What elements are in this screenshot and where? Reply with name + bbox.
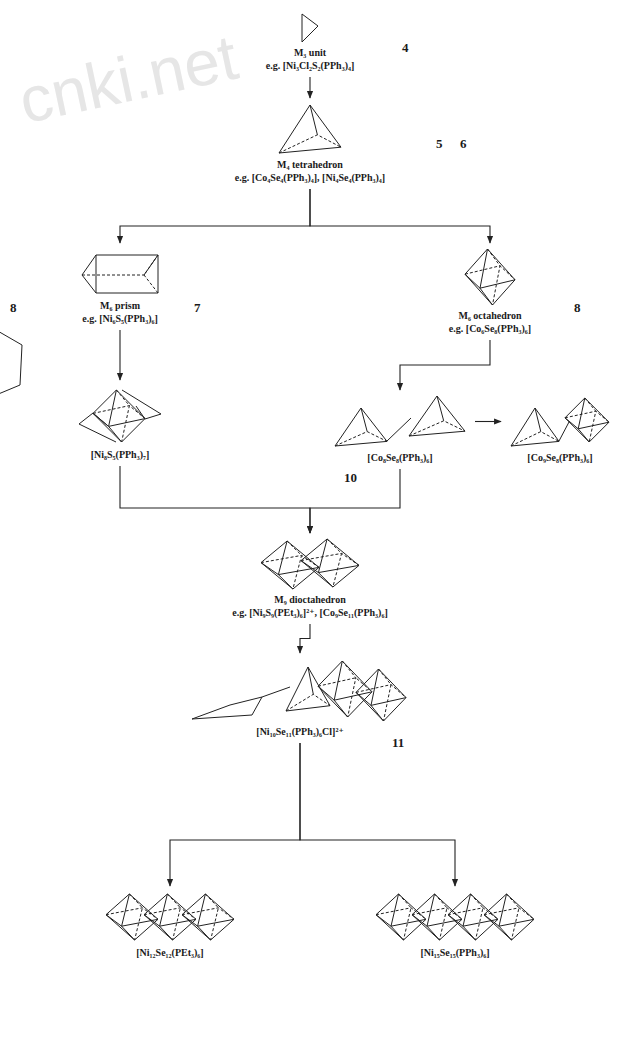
cluster-name: [Ni₈S₅(PPh₃)₇] [75,448,165,461]
arrow-connector [475,421,501,422]
cluster-example: e.g. [Ni₃Cl₂S₂(PPh₃)₄] [266,59,355,72]
cluster-drawing [372,890,538,944]
arrow-connector [400,340,490,390]
cluster-node: [Ni₁₅Se₁₅(PPh₃)₆] [368,888,542,961]
cluster-node: M₄ tetrahedrone.g. [Co₄Se₄(PPh₃)₄], [Ni₄… [231,100,389,186]
cluster-node: [Ni₁₂Se₁₂(PEt₃)₆] [98,888,242,961]
cluster-node: [Co₈Se₈(PPh₃)₆] [327,392,473,466]
cluster-drawing [75,384,165,446]
cluster-name: [Co₉Se₈(PPh₃)₆] [507,451,613,464]
cluster-node: [Ni₁₀Se₁₁(PPh₃)₆Cl]²⁺ [186,655,414,740]
cluster-name: M₆ octahedron [449,309,531,322]
cluster-node: M₉ dioctahedrone.g. [Ni₉S₉(PEt₃)₆]²⁺, [C… [228,535,392,621]
watermark: cnki.net [13,20,244,138]
cluster-example: e.g. [Ni₉S₉(PEt₃)₆]²⁺, [Co₉Se₁₁(PPh₃)₆] [232,606,388,619]
callout-number: 4 [402,40,409,56]
arrow-connector [309,77,310,98]
cluster-drawing [257,537,363,591]
cluster-drawing [102,890,238,944]
arrow-connector [300,624,310,653]
callout-number: 8 [574,300,581,316]
cluster-drawing [462,247,518,307]
arrow-connector [300,743,455,886]
cluster-node: [Ni₈S₅(PPh₃)₇] [71,382,169,463]
cluster-example: e.g. [Co₄Se₄(PPh₃)₄], [Ni₄Se₄(PPh₃)₄] [235,171,385,184]
cluster-name: M₃ unit [266,46,355,59]
callout-number: 5 [436,136,443,152]
callout-number: 6 [460,136,467,152]
cluster-drawing [74,247,166,297]
cluster-drawing [298,12,322,44]
cluster-example: e.g. [Ni₆S₅(PPh₃)₆] [74,312,166,325]
cluster-node: M₆ octahedrone.g. [Co₆Se₈(PPh₃)₆] [445,245,535,337]
callout-number: 8 [10,300,17,316]
cluster-name: [Co₈Se₈(PPh₃)₆] [331,451,469,464]
cluster-drawing [190,657,410,723]
cluster-name: [Ni₁₅Se₁₅(PPh₃)₆] [372,946,538,959]
callout-number: 11 [392,735,404,751]
cluster-node: M₃ unite.g. [Ni₃Cl₂S₂(PPh₃)₄] [262,10,359,74]
arrow-connector [119,330,120,380]
cluster-node: [Co₉Se₈(PPh₃)₆] [503,392,617,466]
arrow-connector [310,189,490,243]
cluster-example: e.g. [Co₆Se₈(PPh₃)₆] [449,322,531,335]
cluster-drawing [507,394,613,449]
arrow-connector [120,466,310,533]
cluster-name: M₄ tetrahedron [235,158,385,171]
callout-number: 10 [344,470,357,486]
arrow-connector [170,743,300,886]
callout-number: 7 [194,300,201,316]
cluster-name: M₉ dioctahedron [232,593,388,606]
cluster-node: M₆ prisme.g. [Ni₆S₅(PPh₃)₆] [70,245,170,327]
arrow-connector [120,189,310,243]
partial-cluster [0,330,22,395]
cluster-drawing [331,394,469,449]
cluster-name: [Ni₁₀Se₁₁(PPh₃)₆Cl]²⁺ [190,725,410,738]
cluster-drawing [275,102,345,156]
cluster-name: M₆ prism [74,299,166,312]
cluster-name: [Ni₁₂Se₁₂(PEt₃)₆] [102,946,238,959]
arrow-connector [310,469,400,533]
